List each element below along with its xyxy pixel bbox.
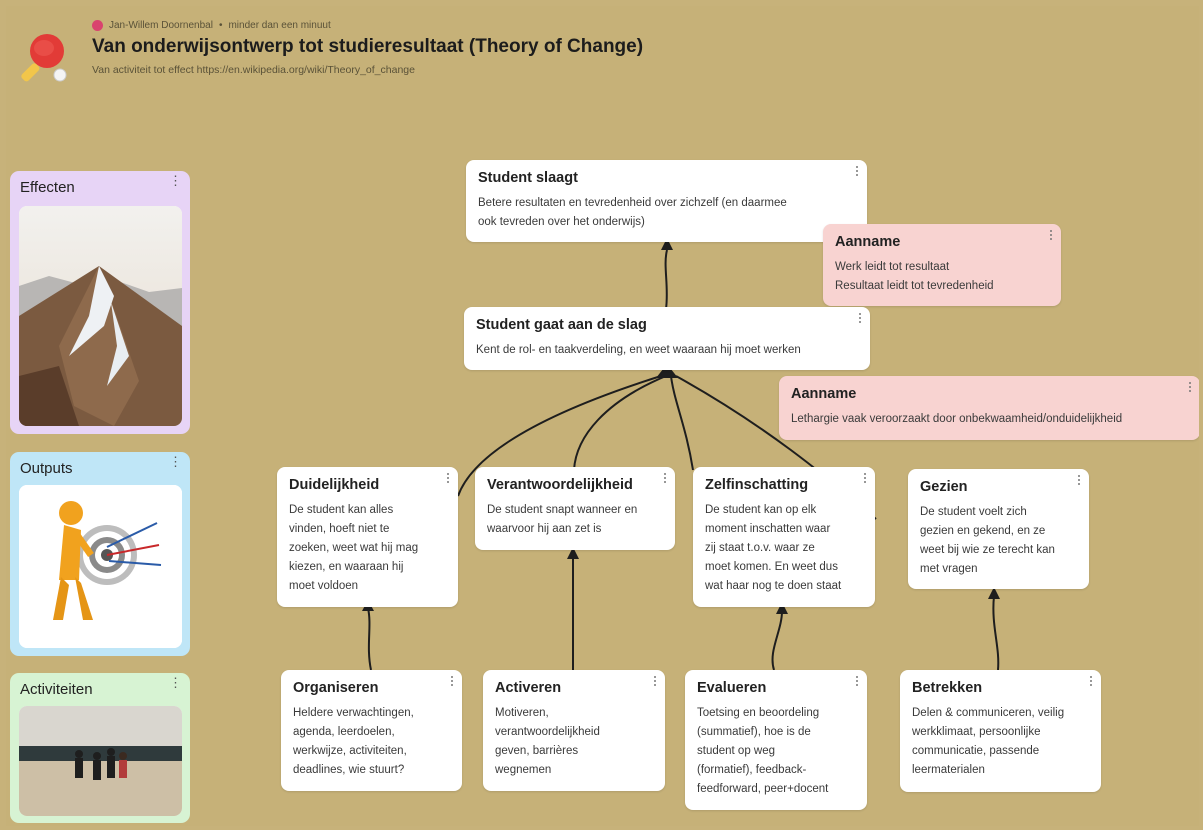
card-aanname-resultaat[interactable]: Aanname Werk leidt tot resultaat Resulta… (823, 224, 1061, 306)
card-text: Motiveren, verantwoordelijkheid geven, b… (495, 707, 600, 776)
more-options-icon[interactable]: ⋮ (169, 454, 182, 469)
card-betrekken[interactable]: Betrekken Delen & communiceren, veilig w… (900, 670, 1101, 792)
card-gezien[interactable]: Gezien De student voelt zich gezien en g… (908, 469, 1089, 589)
card-title: Organiseren (293, 680, 379, 696)
lane-title: Activiteiten (20, 681, 93, 698)
card-title: Verantwoordelijkheid (487, 477, 633, 493)
connector-evalueren-to-zelfinschatting (771, 610, 783, 671)
connector-zelfinschatting-to-slag (670, 375, 694, 471)
card-title: Betrekken (912, 680, 983, 696)
connector-lines (362, 238, 1000, 671)
card-organiseren[interactable]: Organiseren Heldere verwachtingen, agend… (281, 670, 462, 791)
connector-verantwoordelijkheid-to-slag (573, 375, 667, 471)
card-text: Toetsing en beoordeling (summatief), hoe… (697, 707, 829, 795)
card-student-slaagt[interactable]: Student slaagt Betere resultaten en tevr… (466, 160, 867, 242)
board-meta: Jan-Willem Doornenbal • minder dan een m… (92, 20, 331, 31)
card-title: Activeren (495, 680, 562, 696)
more-options-icon[interactable] (451, 676, 455, 686)
arrowhead-icon (661, 238, 673, 250)
card-activeren[interactable]: Activeren Motiveren, verantwoordelijkhei… (483, 670, 665, 791)
board-canvas: Jan-Willem Doornenbal • minder dan een m… (6, 6, 1199, 826)
card-text: Lethargie vaak veroorzaakt door onbekwaa… (791, 413, 1123, 425)
card-aanname-lethargie[interactable]: Aanname Lethargie vaak veroorzaakt door … (779, 376, 1199, 440)
arrowhead-icon (567, 547, 579, 559)
card-duidelijkheid[interactable]: Duidelijkheid De student kan alles vinde… (277, 467, 458, 607)
card-text: Kent de rol- en taakverdeling, en weet w… (476, 344, 801, 356)
card-text: Delen & communiceren, veilig werkklimaat… (912, 707, 1065, 776)
more-options-icon[interactable]: ⋮ (169, 675, 182, 690)
card-zelfinschatting[interactable]: Zelfinschatting De student kan op elk mo… (693, 467, 875, 607)
more-options-icon[interactable]: ⋮ (169, 173, 182, 188)
card-title: Evalueren (697, 680, 767, 696)
more-options-icon[interactable] (654, 676, 658, 686)
card-text: De student kan alles vinden, hoeft niet … (289, 504, 419, 592)
more-options-icon[interactable] (664, 473, 668, 483)
card-verantwoordelijkheid[interactable]: Verantwoordelijkheid De student snapt wa… (475, 467, 675, 550)
ping-pong-paddle-icon (21, 34, 67, 82)
lane-activiteiten[interactable]: Activiteiten ⋮ (10, 673, 190, 823)
lane-effecten[interactable]: Effecten ⋮ (10, 171, 190, 434)
card-text: Werk leidt tot resultaat Resultaat leidt… (835, 261, 994, 292)
card-title: Gezien (920, 479, 968, 495)
card-title: Student gaat aan de slag (476, 317, 647, 333)
more-options-icon[interactable] (856, 166, 860, 176)
more-options-icon[interactable] (447, 473, 451, 483)
card-title: Aanname (835, 234, 901, 250)
card-title: Duidelijkheid (289, 477, 380, 493)
connector-slag-to-slaagt (664, 249, 668, 310)
card-text: Betere resultaten en tevredenheid over z… (478, 197, 787, 228)
board-title[interactable]: Van onderwijsontwerp tot studieresultaat… (92, 36, 644, 57)
meta-separator: • (218, 20, 223, 31)
arrowhead-icon (776, 602, 788, 614)
card-evalueren[interactable]: Evalueren Toetsing en beoordeling (summa… (685, 670, 867, 810)
lane-outputs[interactable]: Outputs ⋮ (10, 452, 190, 656)
lane-title: Outputs (20, 460, 73, 477)
last-modified: minder dan een minuut (228, 20, 331, 31)
author-avatar[interactable] (92, 20, 103, 31)
connector-organiseren-to-duidelijkheid (367, 607, 372, 671)
card-student-gaat-aan-de-slag[interactable]: Student gaat aan de slag Kent de rol- en… (464, 307, 870, 370)
card-title: Aanname (791, 386, 857, 402)
card-text: De student kan op elk moment inschatten … (705, 504, 842, 592)
mountain-ridge-image (19, 206, 182, 426)
arrowhead-icon (656, 364, 678, 378)
card-text: Heldere verwachtingen, agenda, leerdoele… (293, 707, 414, 776)
more-options-icon[interactable] (1090, 676, 1094, 686)
more-options-icon[interactable] (864, 473, 868, 483)
card-title: Zelfinschatting (705, 477, 809, 493)
card-title: Student slaagt (478, 170, 578, 186)
archer-target-image (19, 485, 182, 648)
more-options-icon[interactable] (1078, 475, 1082, 485)
author-name[interactable]: Jan-Willem Doornenbal (109, 20, 213, 31)
more-options-icon[interactable] (1189, 382, 1193, 392)
more-options-icon[interactable] (856, 676, 860, 686)
connector-duidelijkheid-to-slag (457, 375, 662, 497)
more-options-icon[interactable] (859, 313, 863, 323)
runners-beach-image (19, 706, 182, 816)
connector-betrekken-to-gezien (992, 595, 1000, 671)
card-text: De student voelt zich gezien en gekend, … (920, 506, 1055, 575)
lane-title: Effecten (20, 179, 75, 196)
board-description[interactable]: Van activiteit tot effect https://en.wik… (92, 64, 415, 76)
arrowhead-icon (988, 587, 1000, 599)
more-options-icon[interactable] (1050, 230, 1054, 240)
card-text: De student snapt wanneer en waarvoor hij… (487, 504, 638, 535)
